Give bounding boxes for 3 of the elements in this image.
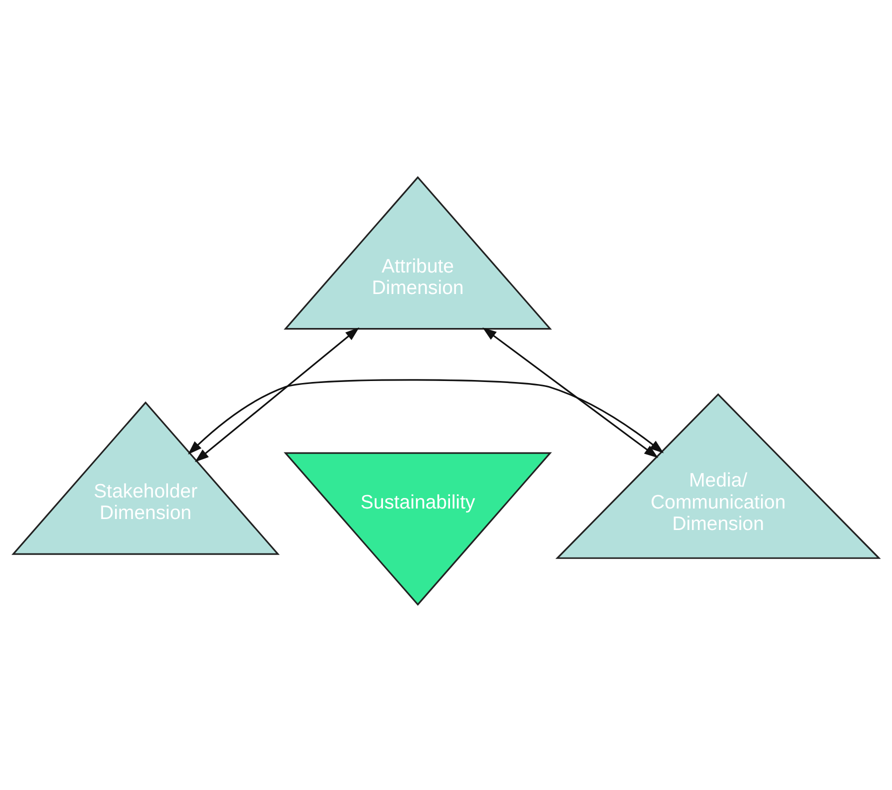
arrow [482,327,658,458]
arrow [194,327,360,462]
arrow [188,379,664,455]
